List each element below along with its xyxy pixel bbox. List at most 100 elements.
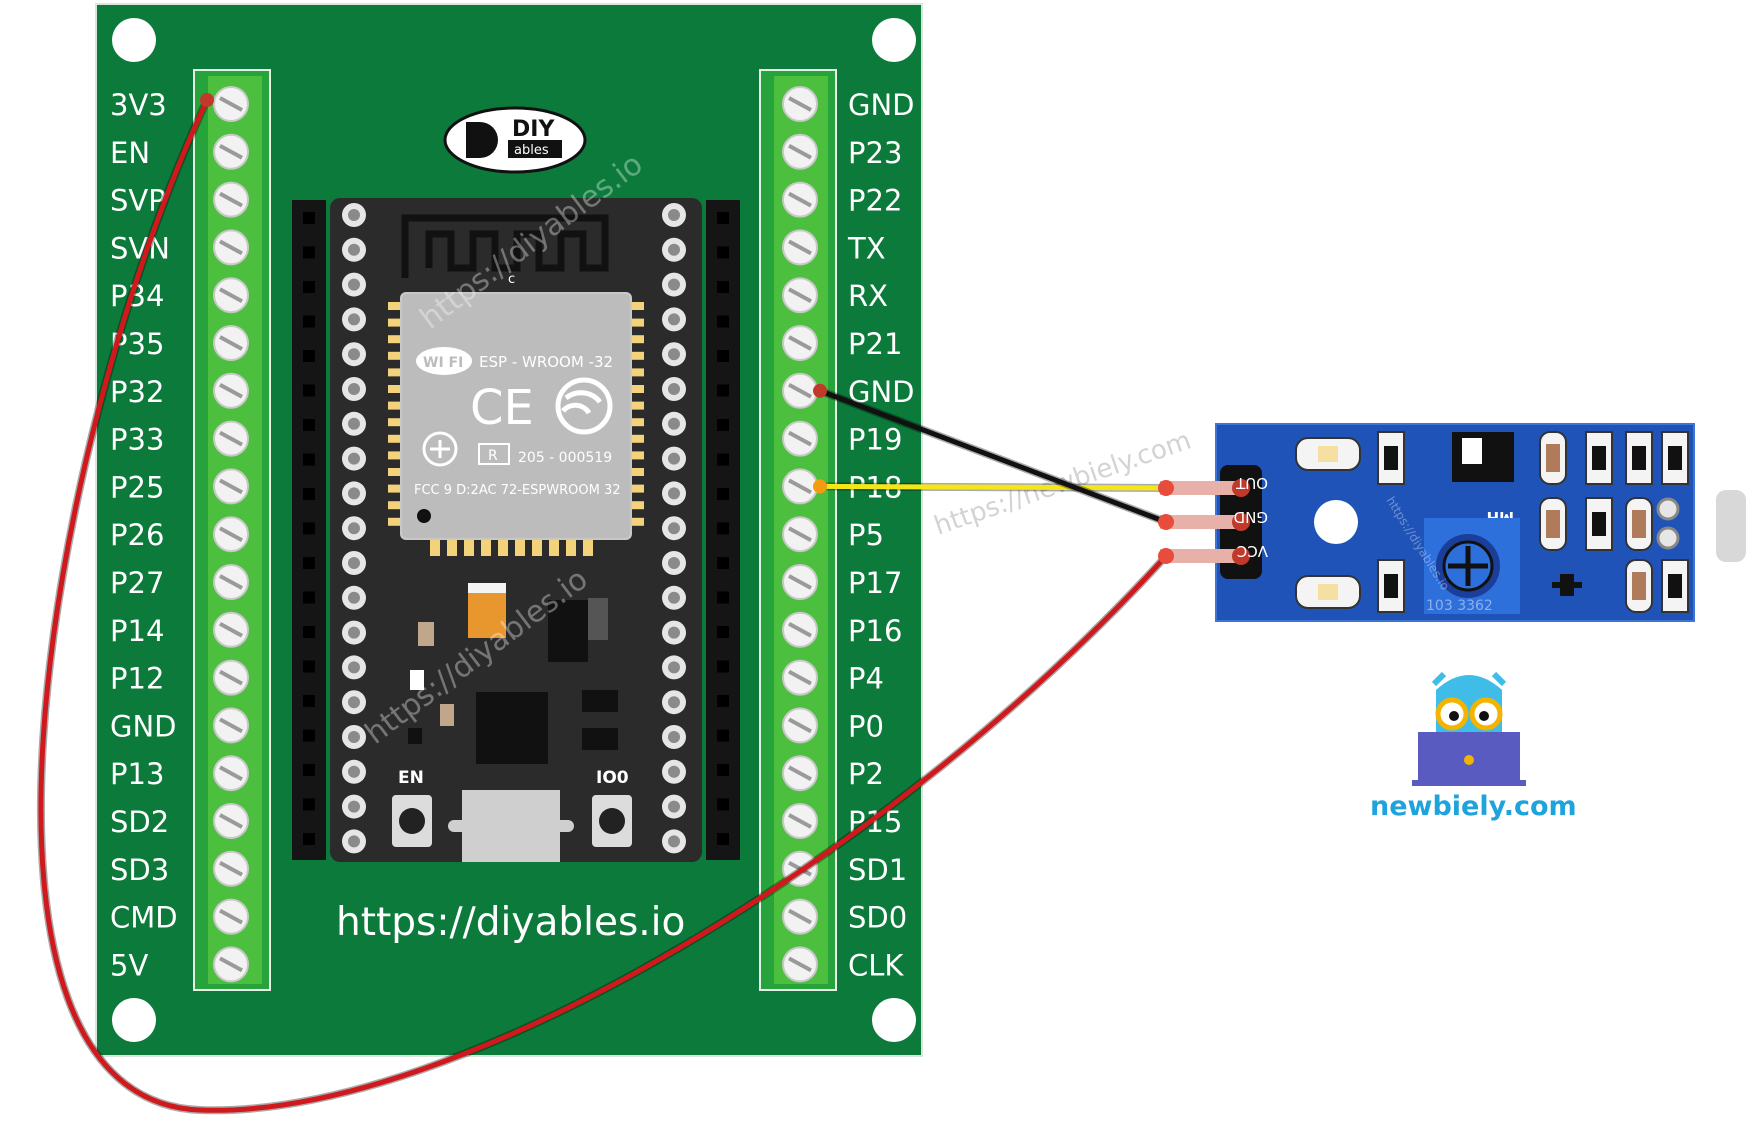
header-pin (303, 315, 315, 328)
terminal-screw-left-17 (213, 850, 249, 887)
terminal-screw-right-11 (782, 564, 818, 600)
module-model: ESP - WROOM -32 (479, 353, 613, 371)
sensor-pin-gnd (1160, 515, 1242, 529)
devkit-pad (662, 377, 686, 401)
module-pin (388, 368, 402, 377)
terminal-screw-left-3 (213, 181, 249, 218)
sensor-pin-end (1232, 547, 1250, 565)
header-pin (303, 798, 315, 811)
pin-label-left-svn: SVN (110, 231, 170, 265)
header-pin (717, 626, 729, 638)
devkit-pad (662, 272, 686, 297)
devkit-pad (342, 551, 366, 575)
logo-ables: ables (514, 143, 549, 158)
devkit-pad (662, 725, 686, 749)
module-pin (388, 468, 402, 476)
wifi-logo: WI FI (416, 347, 472, 375)
module-pin (464, 540, 474, 556)
module-pin (630, 351, 644, 360)
wire-joint (1158, 514, 1174, 530)
module-pin (388, 434, 402, 443)
cert-icon (422, 431, 458, 467)
module-pin (583, 540, 593, 556)
module-pin (630, 501, 644, 510)
pin-label-right-gnd: GND (848, 88, 915, 122)
pin-label-left-cmd: CMD (110, 901, 178, 935)
header-pin (303, 281, 315, 293)
header-pin (717, 591, 729, 604)
module-pin (388, 517, 402, 526)
terminal-screw-right-8 (782, 420, 818, 457)
pin-label-left-svp: SVP (110, 184, 166, 218)
terminal-screw-right-10 (782, 516, 818, 553)
smd-component (1625, 431, 1653, 485)
module-pin (630, 451, 644, 460)
regulator (548, 600, 588, 662)
devkit-pad (342, 342, 366, 367)
comparator-chip (1452, 432, 1514, 482)
svg-text:R: R (488, 448, 498, 464)
module-pin (630, 517, 644, 526)
pin1-dot (417, 509, 431, 523)
smd-component (1661, 559, 1689, 613)
pin-label-right-p19: P19 (848, 423, 902, 457)
module-pin (388, 501, 402, 510)
module-pin (388, 302, 402, 310)
pot-label: 103 3362 (1426, 598, 1493, 614)
en-button[interactable] (392, 795, 432, 847)
module-pin (630, 401, 644, 410)
header-pin (303, 591, 315, 604)
module-pin (481, 540, 491, 556)
module-pin (630, 418, 644, 427)
header-pin (303, 833, 315, 845)
sensor-mount-hole (1314, 500, 1358, 544)
terminal-screw-right-6 (782, 325, 818, 361)
mount-hole-br (872, 998, 916, 1042)
sensor-pin-label-gnd: GND (1234, 508, 1268, 526)
terminal-screw-right-15 (782, 755, 818, 792)
header-pin (303, 350, 315, 362)
pin-label-right-p5: P5 (848, 518, 884, 552)
module-pin (447, 540, 457, 556)
terminal-screw-left-5 (213, 277, 249, 314)
header-pin (717, 729, 729, 742)
devkit-pad (342, 481, 366, 506)
pin-label-left-en: EN (110, 136, 150, 170)
devkit-pad (662, 307, 686, 332)
mount-hole-bl (112, 998, 156, 1042)
terminal-screw-right-5 (782, 277, 818, 314)
devkit-pad (342, 655, 366, 680)
module-pin (630, 434, 644, 443)
svg-text:WI FI: WI FI (423, 355, 463, 371)
terminal-screw-right-4 (782, 229, 818, 266)
wire-gnd (817, 388, 1169, 525)
devkit-pad (342, 516, 366, 541)
terminal-screw-right-7 (782, 372, 818, 409)
pin-label-left-sd2: SD2 (110, 805, 169, 839)
header-pin (303, 212, 315, 224)
pin-label-left-p14: P14 (110, 614, 164, 648)
header-pin (717, 419, 729, 431)
module-pin (388, 401, 402, 410)
terminal-screw-left-10 (213, 516, 249, 553)
module-pin (515, 540, 525, 556)
module-pin (630, 335, 644, 344)
wire-joint (1158, 480, 1174, 496)
pin-label-right-clk: CLK (848, 948, 904, 982)
devkit-pad (342, 585, 366, 610)
header-pin (717, 246, 729, 259)
smd-component (1661, 431, 1689, 485)
module-pin (430, 540, 440, 556)
pin-label-right-p2: P2 (848, 757, 884, 791)
module-pin (388, 418, 402, 427)
smd-component (1377, 431, 1405, 485)
header-pin (303, 419, 315, 431)
terminal-screw-left-12 (213, 611, 249, 648)
terminal-screw-left-14 (213, 707, 249, 744)
pin-label-left-p13: P13 (110, 757, 164, 791)
terminal-screw-left-7 (213, 372, 249, 409)
pin-label-left-p33: P33 (110, 423, 164, 457)
header-pin (717, 315, 729, 328)
io0-button[interactable] (592, 795, 632, 847)
devkit-pad (342, 272, 366, 297)
